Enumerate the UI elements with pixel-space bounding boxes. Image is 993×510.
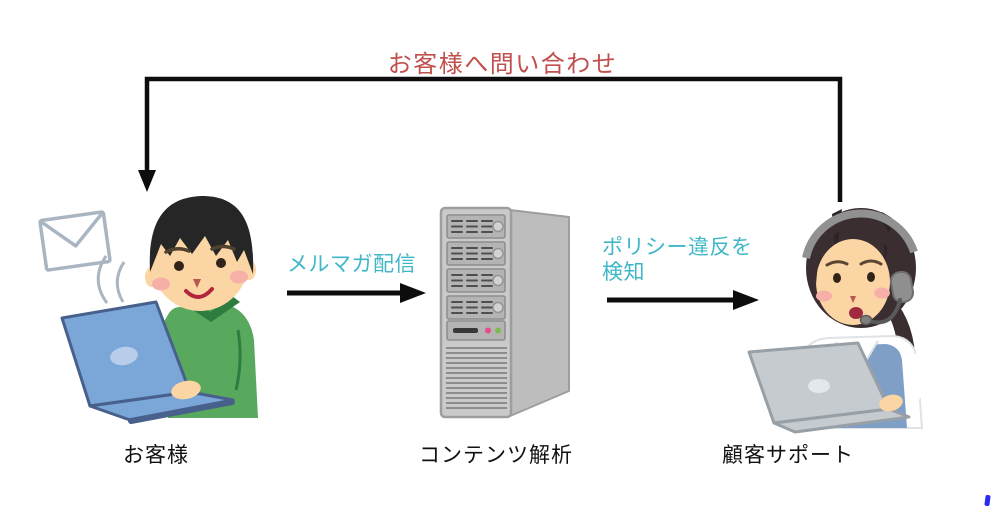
customer-laptop <box>60 300 235 424</box>
headset-icon <box>802 209 918 326</box>
feedback-arrow <box>138 76 843 202</box>
feedback-arrow-label: お客様へ問い合わせ <box>387 51 618 78</box>
flow-label-violation-line2: 検知 <box>602 261 645 284</box>
customer-illustration <box>38 196 258 424</box>
support-laptop <box>747 341 911 434</box>
flow-label-newsletter: メルマガ配信 <box>287 253 416 276</box>
support-agent-hand <box>879 394 903 412</box>
led-pink <box>485 327 491 334</box>
node-label-content-analysis: コンテンツ解析 <box>419 444 573 467</box>
server-control-panel <box>446 320 506 341</box>
customer-head <box>145 196 256 311</box>
led-green <box>495 327 501 334</box>
server-vents <box>446 347 507 409</box>
node-label-customer-support: 顧客サポート <box>722 444 854 467</box>
node-label-customer: お客様 <box>123 444 189 467</box>
feedback-arrowhead <box>138 170 156 192</box>
flow-arrow-violation <box>607 290 759 310</box>
server-drive-bays <box>446 214 506 320</box>
flow-arrow-newsletter <box>287 283 426 303</box>
flow-label-violation: ポリシー違反を 検知 <box>602 235 753 285</box>
envelope-icon <box>38 210 112 272</box>
server-illustration <box>439 206 570 419</box>
support-agent-illustration <box>747 208 925 434</box>
support-agent-head <box>814 210 899 325</box>
customer-hand <box>171 380 201 400</box>
motion-lines <box>96 255 126 304</box>
flow-label-violation-line1: ポリシー違反を <box>602 236 753 259</box>
